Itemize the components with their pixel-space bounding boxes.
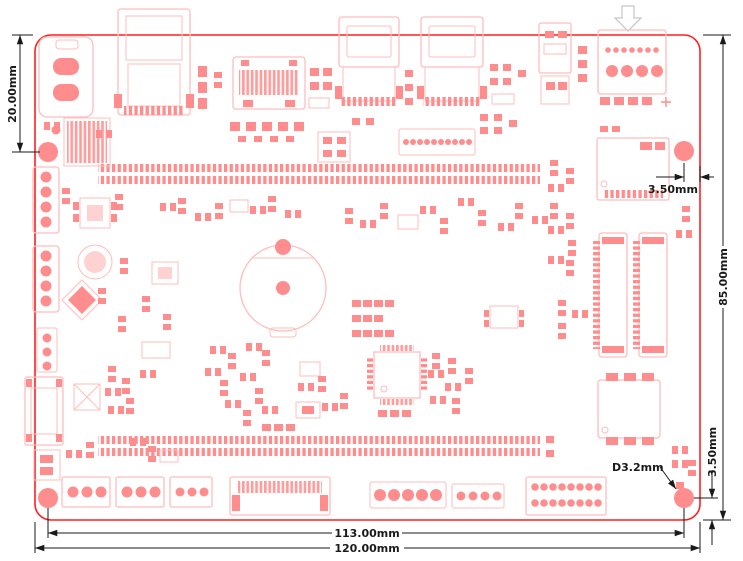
down-arrow-icon <box>613 5 643 32</box>
usb-connector-1 <box>335 16 403 106</box>
dimension-113mm: 113.00mm <box>47 508 685 540</box>
hdmi-connector <box>232 56 306 110</box>
dim-label-hole-to-hole-width: 113.00mm <box>334 527 399 540</box>
small-ic <box>159 449 179 463</box>
dimension-3-5mm-top-right: 3.50mm <box>648 163 714 196</box>
header-10pin-top <box>398 128 476 156</box>
passive-components <box>44 46 696 489</box>
ic-left <box>73 197 117 229</box>
mounting-hole-bottom-right <box>674 488 694 508</box>
bottom-connector-1 <box>61 476 111 508</box>
small-ic <box>229 199 249 213</box>
dim-label-board-height: 85.00mm <box>717 248 730 306</box>
plus-mark <box>661 97 671 107</box>
coin-cell-holder <box>239 239 327 338</box>
board-outline <box>34 34 701 521</box>
small-ic <box>397 214 419 230</box>
switch <box>295 401 321 419</box>
connector-4pad <box>317 131 351 163</box>
bottom-right-module <box>597 373 661 445</box>
small-ic <box>141 341 171 359</box>
dim-label-bottom-right-hole-offset: 3.50mm <box>706 427 719 477</box>
capacitor <box>77 244 113 280</box>
left-connector-1 <box>32 166 60 234</box>
small-top-connector <box>538 22 572 105</box>
small-ic <box>151 261 179 285</box>
right-module-chip <box>596 137 670 201</box>
audio-jack <box>38 36 94 118</box>
bottom-fpc-connector <box>229 476 331 516</box>
usb-stack-connector <box>114 8 194 116</box>
left-connector-3 <box>36 327 58 373</box>
bottom-connector-2 <box>115 476 165 508</box>
bottom-header-4pin <box>451 483 505 509</box>
pin-header-top <box>98 164 540 184</box>
pin-header-bottom <box>98 436 540 456</box>
dim-label-hole-diameter: D3.2mm <box>612 461 664 474</box>
small-ic <box>299 361 321 377</box>
dim-label-top-right-hole-offset: 3.50mm <box>648 183 698 196</box>
bottom-header-2x8 <box>525 476 607 516</box>
dimension-hole-diameter: D3.2mm <box>612 461 677 490</box>
small-ic-cluster <box>141 93 524 463</box>
dimension-20mm: 20.00mm <box>6 34 40 153</box>
fpc-connector-1 <box>593 232 628 358</box>
dim-label-top-edge-to-hole: 20.00mm <box>6 65 19 123</box>
dimension-120mm: 120.00mm <box>34 522 701 555</box>
bottom-header-5pin <box>369 481 447 509</box>
power-connector-top-right <box>597 5 671 107</box>
mounting-hole-top-left <box>38 142 58 162</box>
dim-label-board-width: 120.00mm <box>334 542 399 555</box>
usb-connector-2 <box>417 16 487 106</box>
mounting-holes <box>38 141 694 508</box>
regulator <box>51 117 111 167</box>
left-bottom-connector <box>33 449 61 481</box>
bottom-connector-3 <box>169 476 213 508</box>
dimension-3-5mm-bottom-right: 3.50mm <box>694 427 719 545</box>
mounting-hole-top-right <box>674 141 694 161</box>
mounting-hole-bottom-left <box>38 488 58 508</box>
transistor-x <box>73 383 101 411</box>
small-ic <box>491 93 515 105</box>
small-ic <box>484 305 524 329</box>
qfp-chip <box>367 345 427 405</box>
fpc-connector-2 <box>633 232 668 358</box>
left-usb-connector <box>24 376 64 446</box>
small-ic <box>308 97 330 109</box>
left-connector-2 <box>32 245 60 313</box>
